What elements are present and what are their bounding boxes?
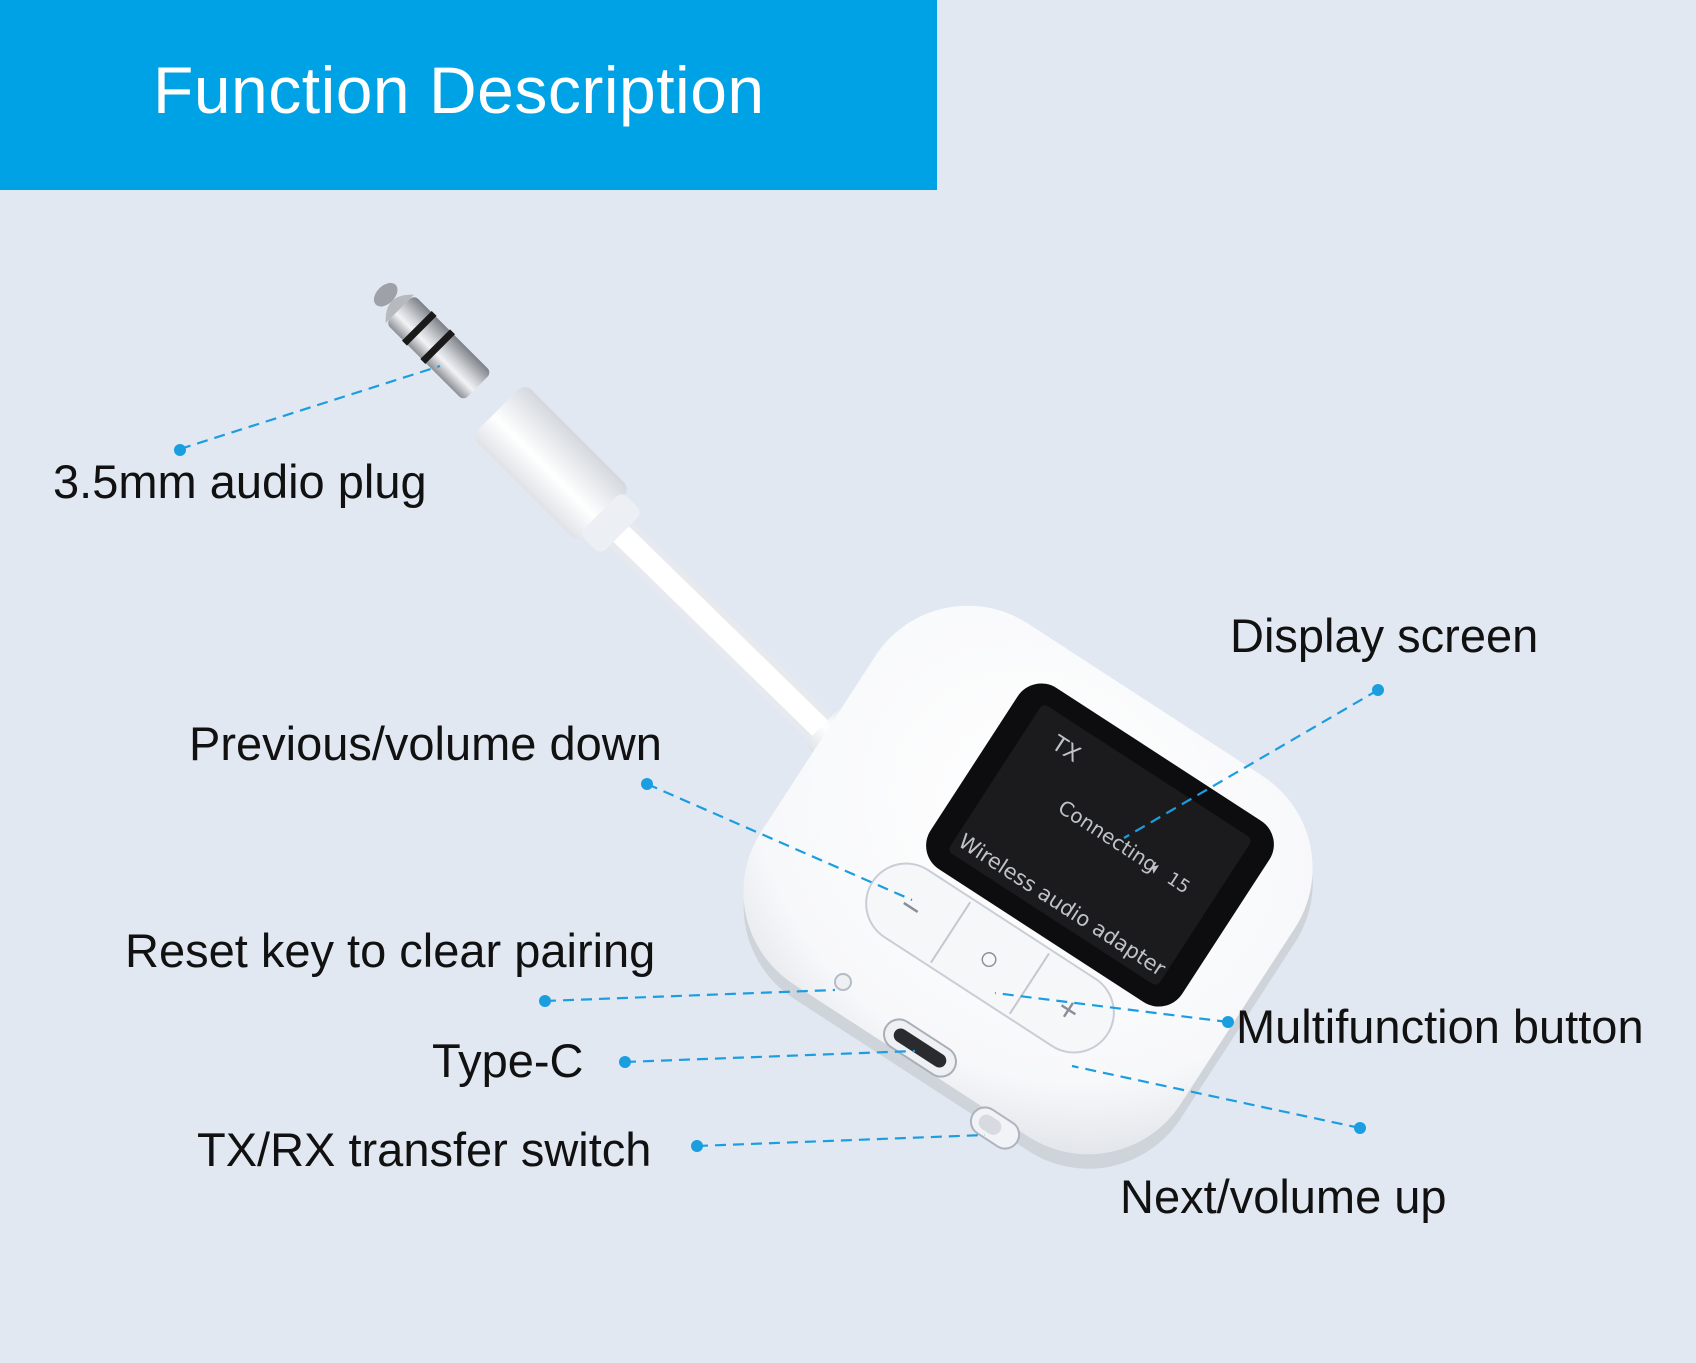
callout-label-reset-key: Reset key to clear pairing	[125, 924, 656, 977]
callout-lines	[174, 364, 1384, 1152]
callout-label-next-volume-up: Next/volume up	[1120, 1170, 1447, 1223]
callout-line-audio-plug	[179, 364, 441, 451]
callout-dot-next	[1354, 1122, 1366, 1134]
callout-dot-prev	[641, 778, 653, 790]
reset-key[interactable]	[834, 973, 852, 991]
callout-label-type-c: Type-C	[432, 1034, 584, 1087]
callout-line-display	[1123, 689, 1379, 839]
callout-dot-switch	[691, 1140, 703, 1152]
callout-dot-display	[1372, 684, 1384, 696]
audio-plug	[373, 282, 891, 783]
display-screen: TX Connecting 🔈︎ 15 Wireless audio adapt…	[926, 683, 1274, 1007]
tx-rx-switch[interactable]	[966, 1102, 1025, 1154]
callout-line-multi	[994, 991, 1229, 1024]
callout-dot-audio-plug	[174, 444, 186, 456]
callout-line-switch	[696, 1133, 986, 1148]
callout-label-audio-plug: 3.5mm audio plug	[53, 455, 427, 508]
callout-dot-multi	[1222, 1016, 1234, 1028]
header-band	[0, 0, 937, 190]
callout-label-display-screen: Display screen	[1230, 609, 1539, 662]
callout-line-next	[1071, 1064, 1361, 1130]
callout-dot-typec	[619, 1056, 631, 1068]
page-title: Function Description	[153, 53, 765, 127]
callout-line-prev	[646, 782, 913, 902]
button-strip: − ○ +	[865, 862, 1115, 1054]
callout-line-typec	[624, 1049, 916, 1064]
callout-line-reset	[544, 988, 836, 1003]
callout-dot-reset	[539, 995, 551, 1007]
callout-label-previous-volume-down: Previous/volume down	[189, 717, 662, 770]
type-c-port	[883, 1018, 957, 1078]
callout-label-tx-rx-switch: TX/RX transfer switch	[197, 1123, 652, 1176]
callout-label-multifunction-button: Multifunction button	[1236, 1000, 1644, 1053]
